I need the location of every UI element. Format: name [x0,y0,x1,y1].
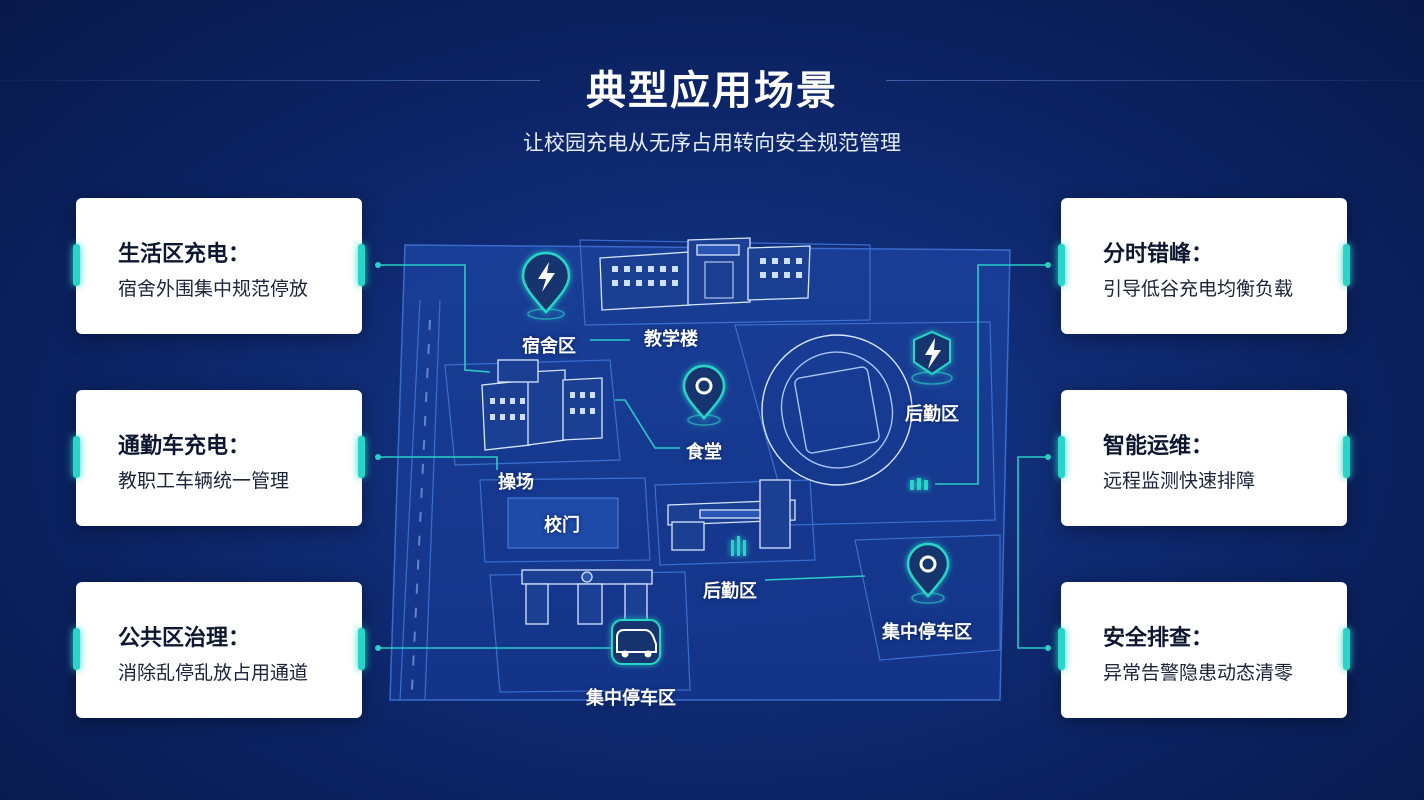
lightning-pin-icon [521,251,571,320]
block-dorm [444,359,621,466]
location-pin-icon [906,542,950,604]
main-gate-structure [521,569,653,625]
card-off-peak: 分时错峰： 引导低谷充电均衡负载 [1058,198,1350,334]
label-parking-bottom: 集中停车区 [586,688,676,709]
label-logistics-mid: 后勤区 [703,581,757,602]
teaching-building [599,237,811,311]
connector-dorm [378,264,491,373]
card-tab-left [73,244,80,286]
card-title: 安全排查： [1103,626,1214,651]
card-tab-right [358,628,365,670]
label-playground: 操场 [498,472,534,493]
card-smart-ops: 智能运维： 远程监测快速排障 [1058,390,1350,526]
block-logistics [654,479,816,566]
card-title: 智能运维： [1103,434,1214,459]
connector-ops [1017,456,1048,649]
location-pin-icon [682,364,726,426]
connector-commuter [378,456,498,470]
card-desc: 引导低谷充电均衡负载 [1103,278,1294,300]
title-divider-left [0,80,540,81]
charger-icon [731,478,928,556]
card-title: 通勤车充电： [118,434,251,459]
card-tab-left [73,436,80,478]
connector-canteen [615,399,680,449]
label-teaching: 教学楼 [644,329,698,350]
card-commuter-charging: 通勤车充电： 教职工车辆统一管理 [73,390,365,526]
label-canteen: 食堂 [686,442,722,463]
card-desc: 消除乱停乱放占用通道 [118,662,309,684]
card-tab-right [358,436,365,478]
card-living-charging: 生活区充电： 宿舍外围集中规范停放 [73,198,365,334]
card-tab-right [1343,244,1350,286]
block-teaching [579,239,871,326]
card-tab-right [1343,628,1350,670]
van-icon [611,619,661,665]
logistics-building [667,479,796,551]
label-parking-right: 集中停车区 [882,622,972,643]
card-public-governance: 公共区治理： 消除乱停乱放占用通道 [73,582,365,718]
card-title: 公共区治理： [118,626,251,651]
block-gate [479,477,651,563]
block-parking-right [854,534,1001,661]
label-gate: 校门 [544,515,580,536]
title-divider-right [886,80,1424,81]
card-tab-right [1343,436,1350,478]
running-track [761,334,913,486]
card-tab-left [1058,628,1065,670]
connector-logistics [764,575,866,581]
gate-plaza [507,497,619,549]
card-desc: 宿舍外围集中规范停放 [118,278,309,300]
label-logistics-top: 后勤区 [905,404,959,425]
connector-offpeak [935,264,1048,485]
card-tab-right [358,244,365,286]
block-track [734,321,996,526]
lightning-badge-icon [911,330,953,385]
card-desc: 异常告警隐患动态清零 [1103,662,1294,684]
label-dorm: 宿舍区 [522,336,576,357]
card-desc: 远程监测快速排障 [1103,470,1256,492]
card-tab-left [73,628,80,670]
card-tab-left [1058,436,1065,478]
card-tab-left [1058,244,1065,286]
card-title: 生活区充电： [118,242,251,267]
card-title: 分时错峰： [1103,242,1214,267]
card-safety-check: 安全排查： 异常告警隐患动态清零 [1058,582,1350,718]
page-title: 典型应用场景 [586,68,838,114]
page-subtitle: 让校园充电从无序占用转向安全规范管理 [523,131,901,155]
card-desc: 教职工车辆统一管理 [118,470,290,492]
